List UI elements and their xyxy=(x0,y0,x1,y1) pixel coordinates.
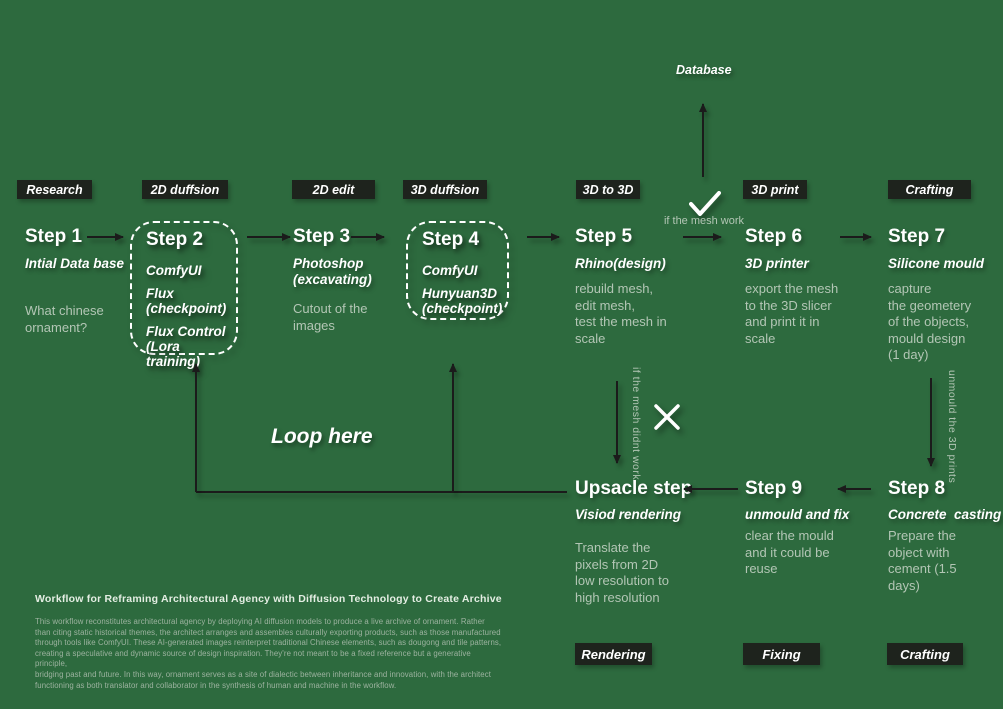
stage-label-3d-to-3d: 3D to 3D xyxy=(576,180,640,199)
step4-title: Step 4 xyxy=(422,229,480,250)
stage-label-rendering: Rendering xyxy=(575,643,652,665)
step9-title: Step 9 xyxy=(745,478,803,499)
loop-arrow-to-step2 xyxy=(195,364,197,492)
upscale-step-subtitle: Visiod rendering xyxy=(575,507,682,522)
step9-subtitle: unmould and fix xyxy=(745,507,850,522)
arrow-step6-to-step7 xyxy=(840,236,871,238)
step6-title: Step 6 xyxy=(745,226,803,247)
stage-label-fixing: Fixing xyxy=(743,643,820,665)
x-icon xyxy=(654,404,680,430)
step1-subtitle: Intial Data base xyxy=(25,256,125,271)
step6-body: export the mesh to the 3D slicer and pri… xyxy=(745,281,839,346)
stage-label-crafting-bottom: Crafting xyxy=(887,643,963,665)
step4-dashed-box: Step 4 ComfyUI Hunyuan3D (checkpoint) xyxy=(406,221,509,320)
database-label: Database xyxy=(676,63,732,77)
arrow-to-database xyxy=(702,104,704,177)
loop-arrow-to-step4 xyxy=(452,364,454,492)
step3-body: Cutout of the images xyxy=(293,301,368,333)
step3-title: Step 3 xyxy=(293,226,351,247)
stage-label-research: Research xyxy=(17,180,92,199)
stage-label-2d-diffusion: 2D duffsion xyxy=(142,180,228,199)
arrow-step9-to-upscale xyxy=(684,488,738,490)
unmould-label: unmould the 3D prints xyxy=(946,370,958,484)
step2-item-flux-control: Flux Control (Lora training) xyxy=(146,324,226,369)
arrow-step3-to-step4 xyxy=(351,236,384,238)
step2-dashed-box: Step 2 ComfyUI Flux (checkpoint) Flux Co… xyxy=(130,221,238,369)
arrow-step8-to-step9 xyxy=(838,488,871,490)
step7-subtitle: Silicone mould xyxy=(888,256,985,271)
arrow-step7-to-step8 xyxy=(930,378,932,466)
stage-label-2d-edit: 2D edit xyxy=(292,180,375,199)
stage-label-3d-diffusion: 3D duffsion xyxy=(403,180,487,199)
stage-label-crafting: Crafting xyxy=(888,180,971,199)
step2-title: Step 2 xyxy=(146,229,204,250)
step7-body: capture the geometery of the objects, mo… xyxy=(888,281,972,362)
step4-item-comfyui: ComfyUI xyxy=(422,263,478,278)
stage-label-3d-print: 3D print xyxy=(743,180,807,199)
step4-items: ComfyUI Hunyuan3D (checkpoint) xyxy=(422,263,502,324)
loop-line xyxy=(196,491,567,493)
footer-title: Workflow for Reframing Architectural Age… xyxy=(35,593,502,605)
step5-title: Step 5 xyxy=(575,226,633,247)
upscale-step-title: Upsacle step xyxy=(575,478,693,499)
step1-title: Step 1 xyxy=(25,226,83,247)
step9-body: clear the mould and it could be reuse xyxy=(745,528,834,576)
arrow-step5-to-step6 xyxy=(683,236,721,238)
step2-item-flux-checkpoint: Flux (checkpoint) xyxy=(146,286,227,316)
arrow-step4-to-step5 xyxy=(527,236,559,238)
step8-body: Prepare the object with cement (1.5 days… xyxy=(888,528,957,593)
arrow-step1-to-step2 xyxy=(87,236,123,238)
arrow-step2-to-step3 xyxy=(247,236,290,238)
step5-body: rebuild mesh, edit mesh, test the mesh i… xyxy=(575,281,667,346)
footer-paragraph: This workflow reconstitutes architectura… xyxy=(35,617,502,690)
step6-subtitle: 3D printer xyxy=(745,256,809,271)
branch-up-label: if the mesh work xyxy=(663,215,745,227)
step3-subtitle: Photoshop (excavating) xyxy=(293,256,372,287)
step4-item-hunyuan3d: Hunyuan3D (checkpoint) xyxy=(422,286,503,316)
arrow-mesh-fail-down xyxy=(616,381,618,463)
check-icon xyxy=(689,191,721,216)
step1-body: What chinese ornament? xyxy=(25,303,104,335)
step8-subtitle: Concrete casting xyxy=(888,507,1002,522)
upscale-step-body: Translate the pixels from 2D low resolut… xyxy=(575,540,669,605)
step2-item-comfyui: ComfyUI xyxy=(146,263,202,278)
step2-items: ComfyUI Flux (checkpoint) Flux Control (… xyxy=(146,263,236,377)
branch-down-label: if the mesh didnt work xyxy=(630,367,642,481)
step7-title: Step 7 xyxy=(888,226,946,247)
step5-subtitle: Rhino(design) xyxy=(575,256,666,271)
loop-label: Loop here xyxy=(271,425,373,448)
step8-title: Step 8 xyxy=(888,478,946,499)
